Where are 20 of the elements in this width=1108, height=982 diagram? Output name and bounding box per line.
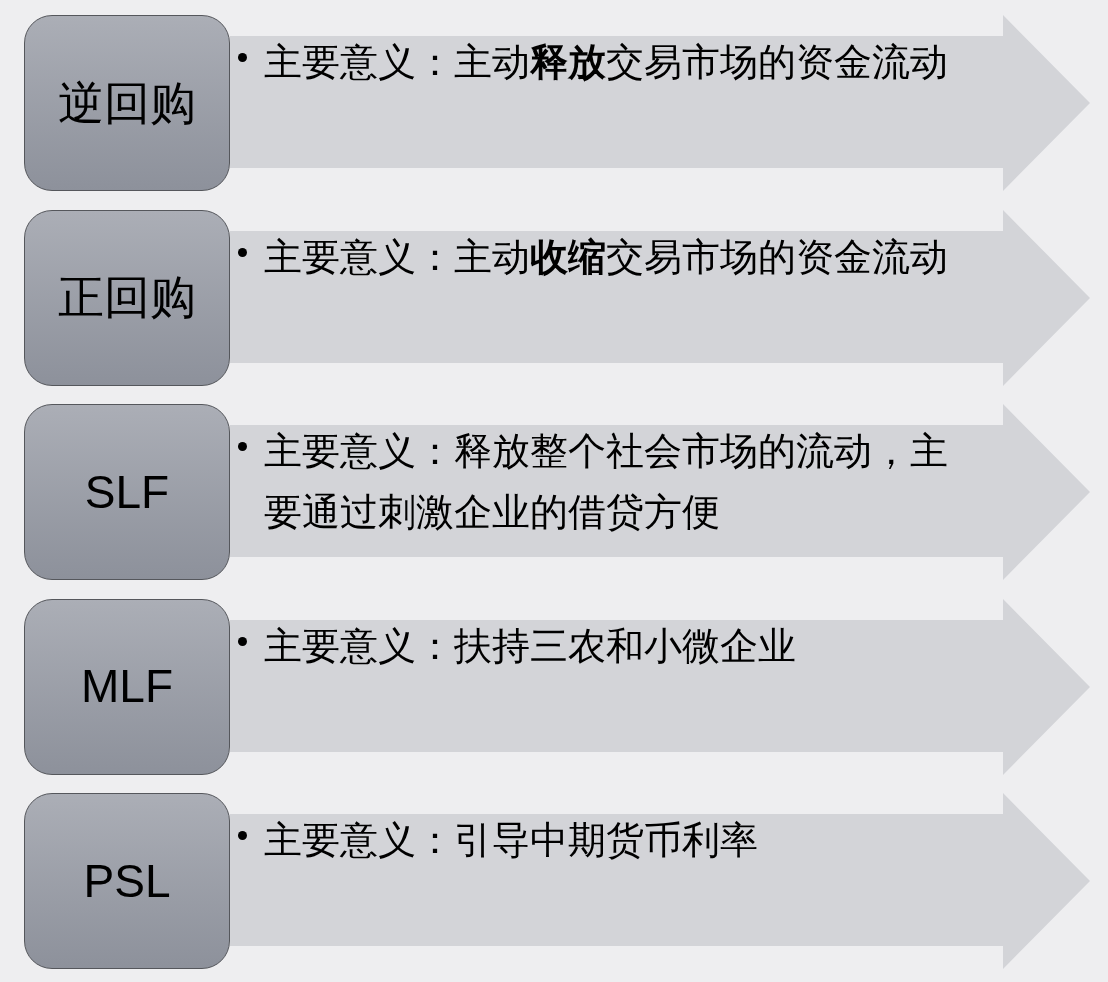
arrow-shape bbox=[230, 209, 1090, 386]
arrow-shape bbox=[230, 793, 1090, 969]
term-box bbox=[24, 598, 230, 775]
term-label: PSL bbox=[83, 853, 171, 909]
term-box bbox=[24, 793, 230, 969]
description-text: 主要意义：释放整个社会市场的流动，主要通过刺激企业的借贷方便 bbox=[264, 428, 949, 536]
term-label: MLF bbox=[81, 659, 173, 714]
term-box bbox=[24, 404, 230, 580]
arrow-shape bbox=[230, 15, 1090, 191]
description-text: 主要意义：主动收缩交易市场的资金流动 bbox=[264, 233, 949, 281]
term-label: 正回购 bbox=[58, 270, 196, 325]
term-label: 逆回购 bbox=[58, 75, 196, 131]
description-text: 主要意义：主动释放交易市场的资金流动 bbox=[264, 39, 949, 86]
arrow-shape bbox=[230, 598, 1090, 775]
term-box bbox=[24, 15, 230, 191]
description-text: 主要意义：引导中期货币利率 bbox=[264, 817, 759, 864]
arrow-shape bbox=[230, 404, 1090, 580]
description-text: 主要意义：扶持三农和小微企业 bbox=[264, 622, 797, 670]
term-box bbox=[24, 209, 230, 386]
term-label: SLF bbox=[84, 464, 170, 520]
